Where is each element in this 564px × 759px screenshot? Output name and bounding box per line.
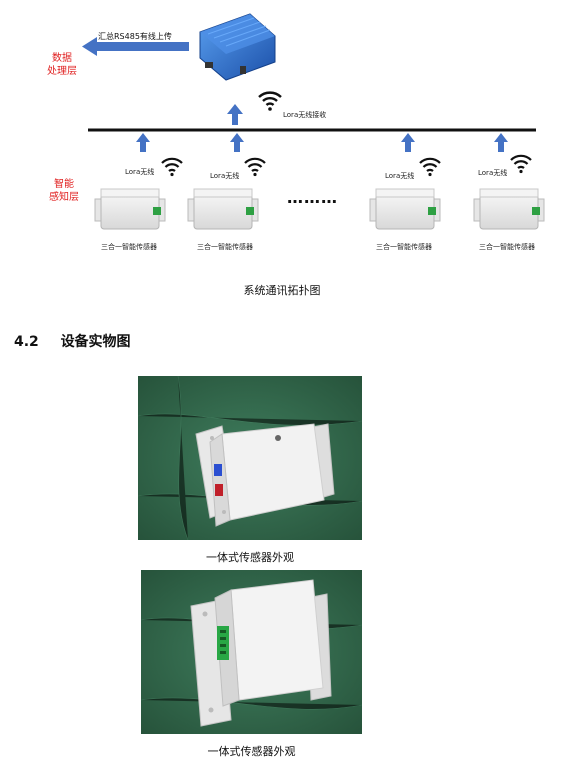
section-title: 设备实物图 <box>60 334 131 350</box>
lora-receive-label: Lora无线接收 <box>283 111 327 119</box>
sensor-label: 三合一智能传感器 <box>101 243 157 251</box>
sensor-label: 三合一智能传感器 <box>376 243 432 251</box>
sensor-box <box>473 188 545 230</box>
section-heading: 4.2 设备实物图 <box>14 331 131 351</box>
device-photo-2 <box>141 570 362 734</box>
upload-arrow <box>82 37 189 56</box>
topology-diagram <box>82 13 545 230</box>
diagram-caption: 系统通讯拓扑图 <box>243 284 321 297</box>
sensing-layer-label-line1: 智能 <box>54 179 74 190</box>
upload-label: 汇总RS485有线上传 <box>98 32 172 41</box>
wifi-icon <box>258 91 282 111</box>
ellipsis: ……… <box>287 188 338 207</box>
node-wifi-icons <box>161 154 532 177</box>
node-lora-label: Lora无线 <box>210 172 240 180</box>
data-layer-label-line2: 处理层 <box>47 66 77 77</box>
data-layer-label: 数据 处理层 <box>40 52 84 78</box>
sensor-up-arrows <box>136 133 508 152</box>
gateway-device-image <box>199 13 276 81</box>
node-lora-label: Lora无线 <box>478 169 508 177</box>
photo-caption: 一体式传感器外观 <box>207 745 296 758</box>
wifi-icon <box>510 154 532 174</box>
sensor-box <box>187 188 259 230</box>
sensor-box <box>94 188 166 230</box>
wifi-icon <box>244 157 266 177</box>
up-arrow-to-gateway <box>227 104 243 125</box>
node-lora-label: Lora无线 <box>385 172 415 180</box>
photo-caption: 一体式传感器外观 <box>206 551 294 564</box>
wifi-icon <box>161 157 183 177</box>
sensor-box <box>369 188 441 230</box>
sensing-layer-label-line2: 感知层 <box>49 192 79 203</box>
data-layer-label-line1: 数据 <box>52 53 72 64</box>
section-number: 4.2 <box>14 334 39 350</box>
sensor-label: 三合一智能传感器 <box>197 243 253 251</box>
node-lora-label: Lora无线 <box>125 168 155 176</box>
sensor-box-images <box>94 188 545 230</box>
device-photo-1 <box>138 376 362 540</box>
wifi-icon <box>419 157 441 177</box>
sensing-layer-label: 智能 感知层 <box>42 178 86 204</box>
sensor-label: 三合一智能传感器 <box>479 243 535 251</box>
